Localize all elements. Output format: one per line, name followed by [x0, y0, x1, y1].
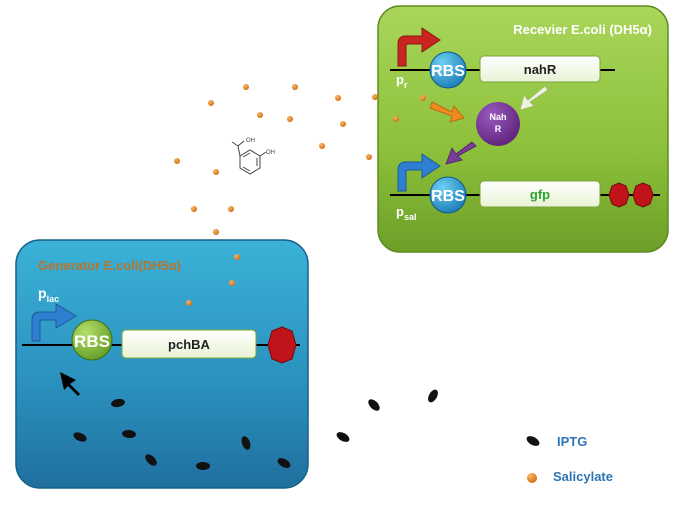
iptg-particle	[241, 436, 251, 450]
receiver-cell: Recevier E.coli (DH5α) pr RBS nahR Nah R…	[377, 5, 669, 253]
iptg-particle	[428, 389, 438, 403]
gene-pchba-label: pchBA	[168, 337, 211, 352]
salicylate-particles	[174, 84, 426, 306]
salicylate-particle	[213, 169, 219, 175]
promoter-lac-arrow-icon	[31, 303, 77, 342]
salicylate-particle	[366, 154, 372, 160]
salicylate-structure	[231, 140, 267, 175]
salicylate-particle	[213, 229, 219, 235]
iptg-particle	[73, 432, 87, 442]
salicylate-particle	[372, 94, 378, 100]
iptg-particles	[73, 389, 438, 470]
promoter-r-label: pr	[396, 72, 408, 90]
nahr-protein-icon	[476, 102, 520, 146]
terminator-1-icon	[608, 182, 630, 208]
rbs-bottom-icon	[429, 176, 467, 214]
salicylate-particle	[335, 95, 341, 101]
legend-salicylate-icon	[527, 473, 537, 483]
induction-arrow-icon	[60, 372, 80, 396]
iptg-particle	[145, 454, 157, 466]
iptg-particle	[111, 398, 125, 408]
benzene-ring-icon	[239, 149, 261, 175]
salicylate-particle	[191, 206, 197, 212]
activation-arrow-icon	[445, 141, 477, 165]
legend-iptg-icon	[526, 436, 540, 446]
legend-salicylate-label: Salicylate	[553, 469, 613, 484]
gene-gfp-box	[479, 180, 601, 208]
iptg-particle	[368, 399, 380, 411]
iptg-particle	[196, 462, 210, 470]
salicylate-particle	[186, 300, 192, 306]
legend: IPTG Salicylate	[526, 434, 613, 484]
nahr-protein-label-2: R	[495, 124, 502, 134]
generator-cell-body	[15, 239, 309, 489]
expression-arrow-icon	[519, 85, 549, 111]
iptg-particle	[122, 429, 136, 439]
gene-nahr-box	[479, 55, 601, 83]
molecule-oh-top: OH	[246, 138, 255, 144]
salicylate-particle	[319, 143, 325, 149]
rbs-top-label: RBS	[431, 63, 465, 80]
rbs-generator-label: RBS	[74, 332, 110, 351]
rbs-bottom-label: RBS	[431, 188, 465, 205]
promoter-sal-label: psal	[396, 204, 416, 222]
salicylate-particle	[228, 206, 234, 212]
iptg-particle	[277, 458, 291, 468]
salicylate-particle	[208, 100, 214, 106]
salicylate-particle	[257, 112, 263, 118]
generator-title: Generator E.coli(DH5α)	[38, 258, 181, 273]
salicylate-particle	[393, 116, 399, 122]
receiver-title: Recevier E.coli (DH5α)	[513, 22, 652, 37]
promoter-lac-label: plac	[38, 285, 59, 304]
molecule-oh-side: OH	[266, 150, 275, 156]
generator-cell: Generator E.coli(DH5α) plac RBS pchBA	[15, 239, 309, 489]
rbs-generator-icon	[71, 319, 113, 361]
salicylate-particle	[340, 121, 346, 127]
terminator-generator-icon	[267, 326, 297, 364]
promoter-r-arrow-icon	[397, 27, 441, 67]
legend-iptg-label: IPTG	[557, 434, 587, 449]
salicylate-particle	[243, 84, 249, 90]
gene-gfp-label: gfp	[530, 187, 550, 202]
iptg-particle	[336, 432, 350, 442]
salicylate-binding-arrow-icon	[429, 101, 465, 123]
salicylate-particle	[229, 280, 235, 286]
salicylate-particle	[234, 254, 240, 260]
nahr-protein-label-1: Nah	[489, 112, 506, 122]
gene-pchba-box	[121, 329, 257, 359]
salicylate-particle	[420, 95, 426, 101]
promoter-sal-arrow-icon	[397, 153, 441, 192]
salicylate-particle	[292, 84, 298, 90]
terminator-2-icon	[632, 182, 654, 208]
gene-nahr-label: nahR	[524, 62, 557, 77]
rbs-top-icon	[429, 51, 467, 89]
salicylate-particle	[287, 116, 293, 122]
salicylate-particle	[174, 158, 180, 164]
